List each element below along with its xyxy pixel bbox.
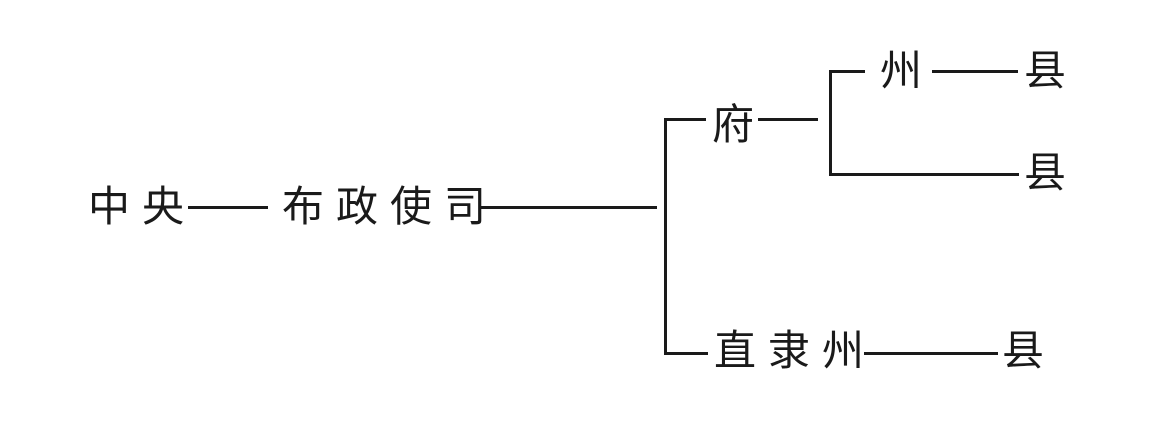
connector-provincial-branch bbox=[480, 206, 657, 209]
connector-prefecture-county bbox=[829, 173, 1019, 176]
connector-branch-vertical bbox=[664, 118, 667, 355]
connector-zhou-county bbox=[932, 70, 1018, 73]
connector-direct-zhou-county bbox=[864, 352, 998, 355]
connector-prefecture-branch bbox=[758, 118, 818, 121]
connector-prefecture-vertical bbox=[829, 70, 832, 176]
connector-branch-prefecture bbox=[664, 118, 706, 121]
connector-prefecture-zhou bbox=[829, 70, 865, 73]
node-provincial: 布政使司 bbox=[282, 182, 499, 231]
node-prefecture-zhou-county: 县 bbox=[1024, 46, 1067, 95]
node-direct-zhou-county: 县 bbox=[1002, 326, 1045, 375]
node-prefecture-county: 县 bbox=[1024, 148, 1067, 197]
connector-branch-direct-zhou bbox=[664, 352, 708, 355]
connector-central-provincial bbox=[188, 206, 268, 209]
node-direct-zhou: 直隶州 bbox=[714, 326, 877, 375]
node-prefecture-zhou: 州 bbox=[880, 46, 923, 95]
node-prefecture: 府 bbox=[712, 100, 755, 149]
node-central: 中央 bbox=[88, 182, 197, 231]
